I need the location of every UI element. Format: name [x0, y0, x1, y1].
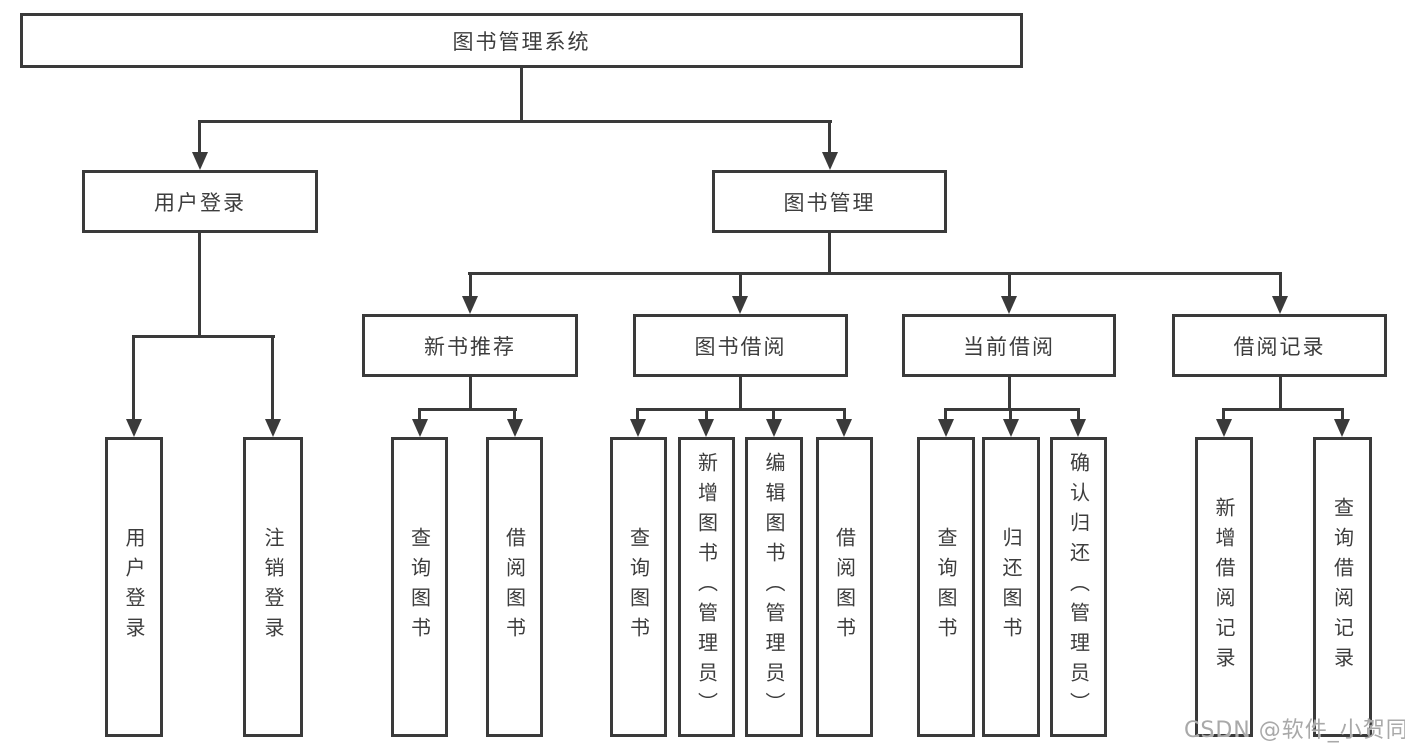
leaf-label: 新增借阅记录 [1212, 497, 1236, 677]
node-current-borrowing: 当前借阅 [902, 314, 1116, 377]
leaf-label: 查询借阅记录 [1330, 497, 1355, 677]
connector-current-bar [944, 408, 1080, 411]
leaf-current-confirm-return-admin: 确认归还（管理员） [1050, 437, 1107, 737]
node-label: 图书管理 [783, 190, 876, 215]
arrow-down-icon [1216, 419, 1232, 437]
node-label: 借阅记录 [1233, 334, 1326, 359]
node-library-management-system: 图书管理系统 [20, 13, 1023, 68]
connector-to-borrowing-records [1279, 272, 1282, 298]
arrow-down-icon [412, 419, 428, 437]
node-book-management: 图书管理 [712, 170, 947, 233]
leaf-label: 确认归还（管理员） [1066, 452, 1091, 722]
node-new-book-recommendation: 新书推荐 [362, 314, 578, 377]
connector-book-management-stem [828, 233, 831, 272]
node-label: 当前借阅 [963, 334, 1055, 359]
node-label: 图书借阅 [694, 334, 787, 359]
connector-recommendation-bar [418, 408, 517, 411]
leaf-label: 用户登录 [122, 527, 146, 647]
leaf-label: 归还图书 [999, 527, 1023, 647]
connector-leaf [1077, 408, 1080, 421]
arrow-down-icon [1070, 419, 1086, 437]
connector-to-book-management [828, 120, 831, 156]
node-label: 新书推荐 [424, 334, 516, 359]
node-user-login: 用户登录 [82, 170, 318, 233]
connector-to-user-login [198, 120, 201, 156]
connector-to-current-borrowing [1008, 272, 1011, 298]
connector-user-login-bar [132, 335, 275, 338]
connector-root-bar [198, 120, 832, 123]
leaf-records-query-borrow-record: 查询借阅记录 [1313, 437, 1372, 737]
leaf-label: 注销登录 [261, 527, 285, 647]
arrow-down-icon [836, 419, 852, 437]
leaf-label: 借阅图书 [832, 527, 857, 647]
connector-leaf [513, 408, 516, 421]
connector-leaf [1341, 408, 1344, 421]
leaf-label: 查询图书 [407, 527, 432, 647]
connector-to-leaf-logout [271, 335, 274, 421]
connector-leaf [1222, 408, 1225, 421]
node-label: 图书管理系统 [452, 29, 591, 54]
arrow-down-icon [462, 296, 478, 314]
connector-borrowing-bar [636, 408, 846, 411]
connector-book-management-bar [468, 272, 1282, 275]
connector-leaf [636, 408, 639, 421]
leaf-records-add-borrow-record: 新增借阅记录 [1195, 437, 1253, 737]
arrow-down-icon [265, 419, 281, 437]
arrow-down-icon [938, 419, 954, 437]
leaf-borrowing-query-books: 查询图书 [610, 437, 667, 737]
leaf-current-return-books: 归还图书 [982, 437, 1040, 737]
leaf-borrowing-borrow-books: 借阅图书 [816, 437, 873, 737]
leaf-label: 借阅图书 [502, 527, 527, 647]
connector-leaf [843, 408, 846, 421]
connector-leaf [418, 408, 421, 421]
connector-leaf [944, 408, 947, 421]
arrow-down-icon [822, 152, 838, 170]
arrow-down-icon [698, 419, 714, 437]
leaf-label: 编辑图书（管理员） [762, 452, 786, 722]
connector-leaf [1009, 408, 1012, 421]
connector-records-bar [1222, 408, 1344, 411]
arrow-down-icon [507, 419, 523, 437]
leaf-label: 查询图书 [934, 527, 958, 647]
connector-root-stem [520, 68, 523, 120]
arrow-down-icon [766, 419, 782, 437]
arrow-down-icon [1334, 419, 1350, 437]
watermark: CSDN @软件_小贺同学 [1184, 718, 1405, 743]
leaf-user-login: 用户登录 [105, 437, 163, 737]
arrow-down-icon [732, 296, 748, 314]
connector-user-login-stem [198, 233, 201, 335]
leaf-borrowing-edit-books-admin: 编辑图书（管理员） [745, 437, 803, 737]
connector-to-new-book-recommendation [469, 272, 472, 298]
leaf-label: 查询图书 [626, 527, 651, 647]
arrow-down-icon [192, 152, 208, 170]
leaf-recommend-query-books: 查询图书 [391, 437, 448, 737]
node-label: 用户登录 [154, 190, 246, 215]
connector-current-stem [1008, 377, 1011, 408]
arrow-down-icon [1272, 296, 1288, 314]
connector-recommendation-stem [469, 377, 472, 408]
arrow-down-icon [126, 419, 142, 437]
connector-borrowing-stem [739, 377, 742, 408]
connector-leaf [705, 408, 708, 421]
arrow-down-icon [1003, 419, 1019, 437]
leaf-logout: 注销登录 [243, 437, 303, 737]
leaf-label: 新增图书（管理员） [694, 452, 719, 722]
leaf-current-query-books: 查询图书 [917, 437, 975, 737]
leaf-borrowing-add-books-admin: 新增图书（管理员） [678, 437, 735, 737]
connector-records-stem [1279, 377, 1282, 408]
leaf-recommend-borrow-books: 借阅图书 [486, 437, 543, 737]
connector-leaf [772, 408, 775, 421]
connector-to-book-borrowing [739, 272, 742, 298]
node-borrowing-records: 借阅记录 [1172, 314, 1387, 377]
node-book-borrowing: 图书借阅 [633, 314, 848, 377]
arrow-down-icon [630, 419, 646, 437]
connector-to-leaf-user-login [132, 335, 135, 421]
arrow-down-icon [1001, 296, 1017, 314]
